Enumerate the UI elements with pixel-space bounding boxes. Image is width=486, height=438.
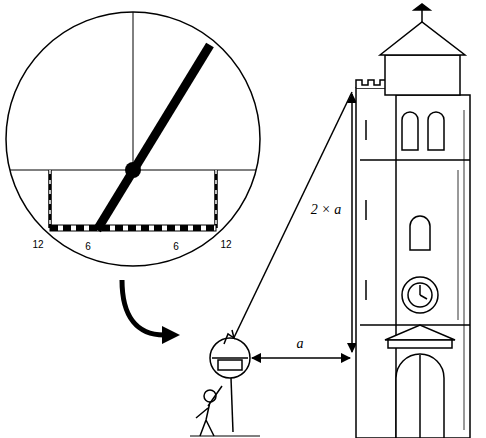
scale-number: 12 <box>218 239 233 250</box>
pointer-arrow <box>122 280 180 344</box>
dimension-label: a <box>295 336 306 351</box>
scale-number: 6 <box>83 241 93 252</box>
sight-line <box>228 92 352 350</box>
observer-figure <box>190 330 260 436</box>
dimension-label: 2 × a <box>309 202 343 217</box>
height-dimension <box>351 94 353 352</box>
scale-number: 12 <box>30 239 45 250</box>
church-tower <box>356 4 470 438</box>
scale-number: 6 <box>171 241 181 252</box>
quadrant-inset <box>6 12 260 266</box>
distance-dimension <box>252 357 350 359</box>
